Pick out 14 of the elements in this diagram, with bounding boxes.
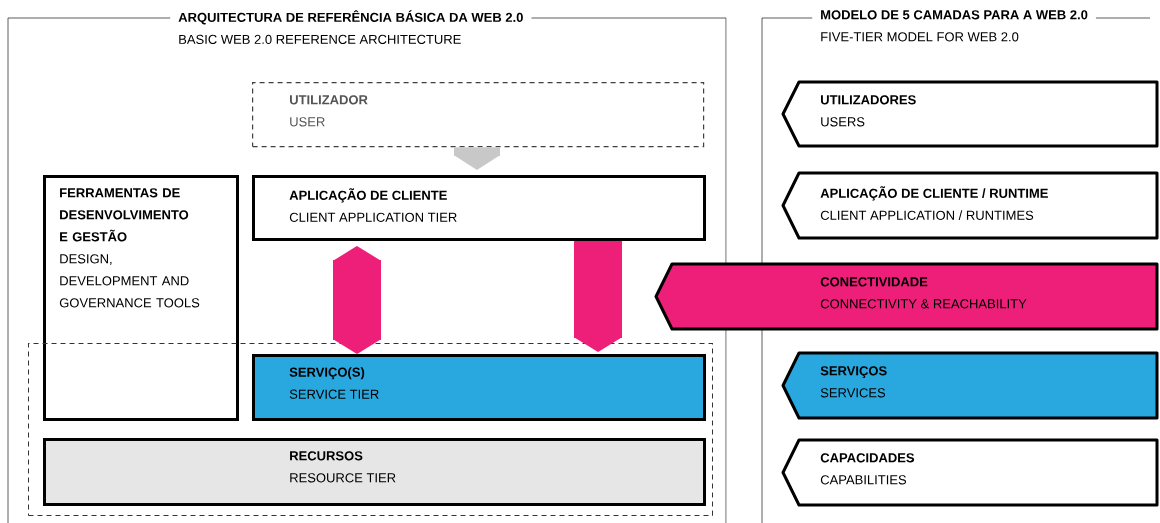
dashed-region: [28, 343, 713, 516]
layer-tag: UTILIZADORES USERS: [781, 80, 1159, 148]
tools-box: FERRAMENTAS DE DESENVOLVIMENTO E GESTÃO DESIGN, DEVELOPMENT AND GOVERNANCE TOOLS: [43, 175, 239, 421]
panel-title: MODELO DE 5 CAMADAS PARA A WEB 2.0 FIVE-TIER MODEL FOR WEB 2.0: [812, 9, 1096, 43]
layer-tag: CAPACIDADES CAPABILITIES: [781, 438, 1159, 507]
arrow: [332, 246, 382, 354]
layer-tag: APLICAÇÃO DE CLIENTE / RUNTIME CLIENT APPLICATION / RUNTIMES: [781, 171, 1159, 240]
tier-box: APLICAÇÃO DE CLIENTE CLIENT APPLICATION TIER: [252, 175, 706, 241]
layer-tag: SERVIÇOS SERVICES: [781, 351, 1159, 420]
layer-tag: CONECTIVIDADE CONNECTIVITY & REACHABILITY: [654, 262, 1159, 331]
tier-box: UTILIZADOR USER: [252, 82, 705, 148]
tier-box: RECURSOS RESOURCE TIER: [43, 438, 706, 506]
panel-title: ARQUITECTURA DE REFERÊNCIA BÁSICA DA WEB 2.0 BASIC WEB 2.0 REFERENCE ARCHITECTURE: [170, 9, 532, 45]
tier-box: SERVIÇO(S) SERVICE TIER: [252, 354, 706, 421]
